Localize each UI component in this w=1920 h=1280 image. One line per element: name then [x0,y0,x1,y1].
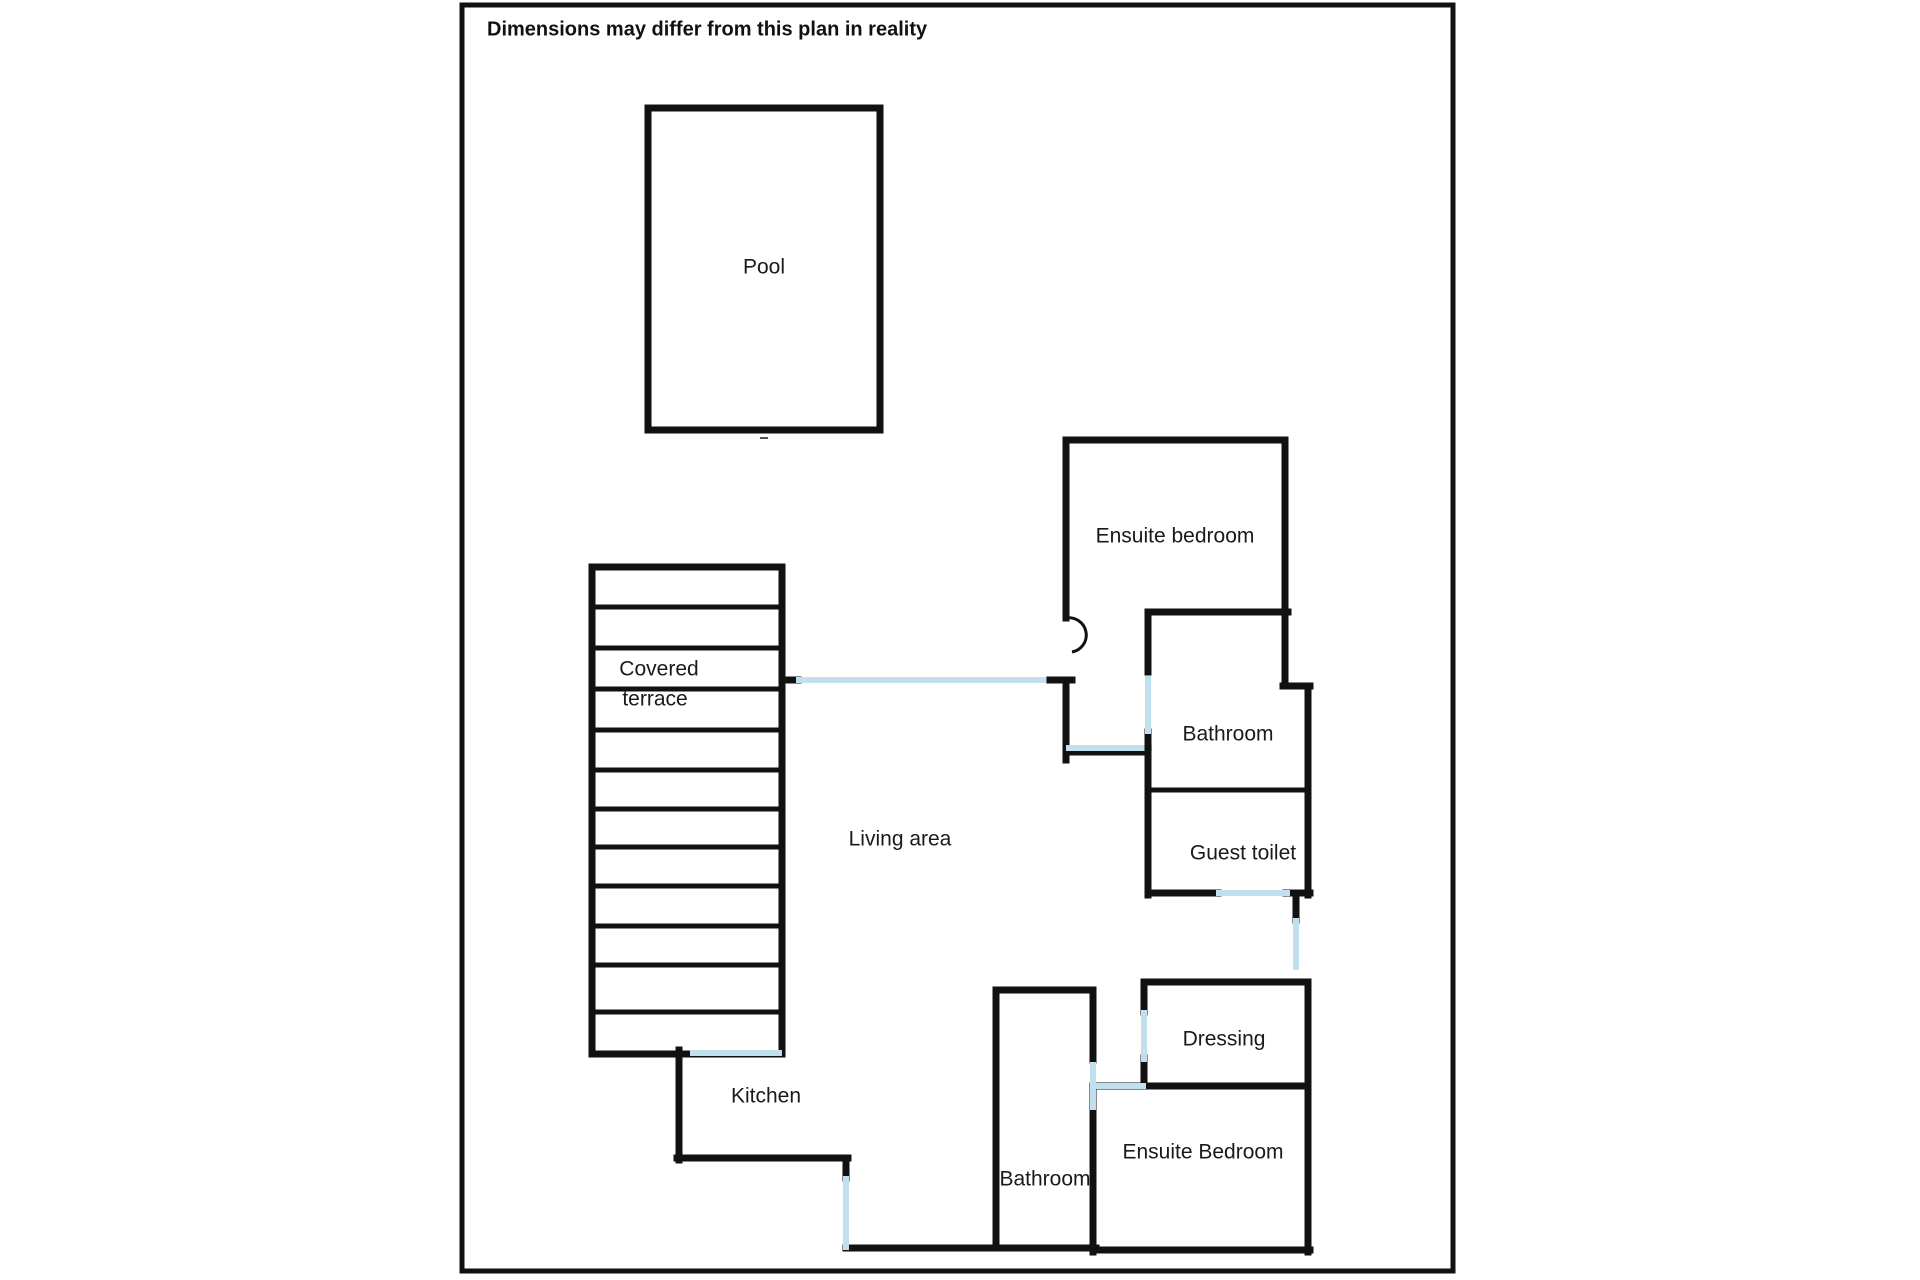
room-ensuite-bedroom-upper-outline [1062,436,1289,764]
plan-disclaimer-note: Dimensions may differ from this plan in … [487,18,928,40]
room-bathroom-lower-outline [992,986,1100,1252]
room-label-living-area: Living area [849,828,952,851]
room-label-covered-terrace-line1: Covered [619,658,698,681]
room-label-kitchen: Kitchen [731,1085,801,1108]
room-kitchen-outline [673,1046,1004,1252]
room-bathroom-upper-outline [1144,608,1314,794]
room-label-ensuite-bedroom-upper: Ensuite bedroom [1096,525,1255,548]
door-arc-ensuite-bedroom-upper [1065,616,1088,654]
room-label-ensuite-bedroom-lower: Ensuite Bedroom [1122,1141,1283,1164]
room-label-bathroom-upper: Bathroom [1182,723,1273,746]
room-label-covered-terrace-line2: terrace [622,688,687,711]
room-label-guest-toilet: Guest toilet [1190,842,1296,865]
room-label-bathroom-lower: Bathroom [999,1168,1090,1191]
page-border [459,2,1456,1274]
room-label-dressing: Dressing [1183,1028,1266,1051]
room-label-pool: Pool [743,256,785,279]
covered-terrace-slats [592,604,782,1015]
room-pool-outline [644,104,884,434]
